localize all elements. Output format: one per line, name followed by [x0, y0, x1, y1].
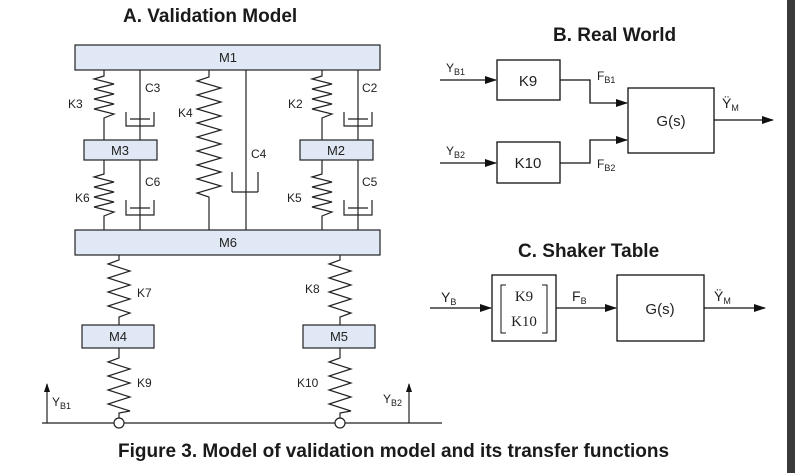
mass-m1: [74, 44, 381, 71]
mass-m3-label: M3: [111, 143, 129, 158]
force-fb1-label: FB1: [597, 69, 615, 85]
spring-k9: [106, 348, 132, 420]
matrix-brackets: [500, 284, 548, 334]
damper-c4: [231, 70, 259, 230]
spring-k3-label: K3: [68, 97, 83, 111]
damper-c5: [343, 160, 373, 230]
block-k10: [496, 141, 561, 184]
block-k9-label: K9: [519, 73, 537, 90]
block-gs-real-label: G(s): [656, 113, 685, 130]
spring-k10-label: K10: [297, 376, 319, 390]
damper-c2-label: C2: [362, 81, 378, 95]
figure-caption: Figure 3. Model of validation model and …: [117, 441, 670, 462]
force-fb2-arrow: [560, 136, 628, 164]
input-yb2-label: YB2: [446, 144, 465, 160]
mass-m6: [74, 229, 381, 256]
damper-c2: [343, 70, 373, 140]
spring-k8-label: K8: [305, 282, 320, 296]
output-real-label: ŸM: [722, 95, 739, 113]
spring-k2-label: K2: [288, 97, 303, 111]
spring-k6: [91, 160, 116, 230]
shaker-table-title: C. Shaker Table: [518, 241, 660, 262]
real-world-block-diagram: [440, 59, 774, 184]
spring-k3: [91, 70, 116, 140]
mass-m2: [299, 139, 374, 161]
spring-k9-label: K9: [137, 376, 152, 390]
spring-k2: [309, 70, 334, 140]
block-gs-shaker-label: G(s): [645, 301, 674, 318]
force-fb-label: FB: [572, 288, 587, 306]
base-node-right: [334, 417, 346, 429]
damper-c4-label: C4: [251, 147, 267, 161]
mass-m4: [81, 324, 155, 349]
spring-k10: [327, 348, 353, 420]
validation-model-title: A. Validation Model: [123, 6, 298, 27]
yb1-label: YB1: [52, 395, 71, 411]
mass-m1-label: M1: [219, 50, 237, 65]
shaker-table-block-diagram: [430, 274, 766, 342]
spring-k7: [106, 255, 132, 325]
block-k10-label: K10: [515, 155, 542, 172]
real-world-title: B. Real World: [553, 25, 677, 46]
damper-c6: [125, 160, 155, 230]
validation-model: [42, 44, 442, 429]
input-yb-label: YB: [441, 289, 456, 307]
matrix-k9: K9: [515, 289, 533, 305]
mass-m5-label: M5: [330, 329, 348, 344]
yb2-label: YB2: [383, 392, 402, 408]
spring-k6-label: K6: [75, 191, 90, 205]
spring-k8: [327, 255, 353, 325]
right-frame-border: [787, 0, 795, 473]
mass-m4-label: M4: [109, 329, 127, 344]
damper-c6-label: C6: [145, 175, 161, 189]
damper-c3-label: C3: [145, 81, 161, 95]
spring-k7-label: K7: [137, 286, 152, 300]
damper-c3: [125, 70, 155, 140]
block-k9: [496, 59, 561, 101]
force-fb2-label: FB2: [597, 157, 615, 173]
spring-k4: [194, 70, 224, 230]
output-shaker-label: ŸM: [714, 288, 731, 306]
spring-k4-label: K4: [178, 106, 193, 120]
mass-m3: [83, 139, 158, 161]
matrix-k10: K10: [511, 314, 537, 330]
spring-k5: [309, 160, 334, 230]
spring-k5-label: K5: [287, 191, 302, 205]
mass-m2-label: M2: [327, 143, 345, 158]
base-node-left: [113, 417, 125, 429]
mass-m6-label: M6: [219, 235, 237, 250]
mass-m5: [302, 324, 376, 349]
force-fb1-arrow: [560, 79, 628, 107]
input-yb1-label: YB1: [446, 61, 465, 77]
block-gs-real: [627, 87, 715, 154]
damper-c5-label: C5: [362, 175, 378, 189]
